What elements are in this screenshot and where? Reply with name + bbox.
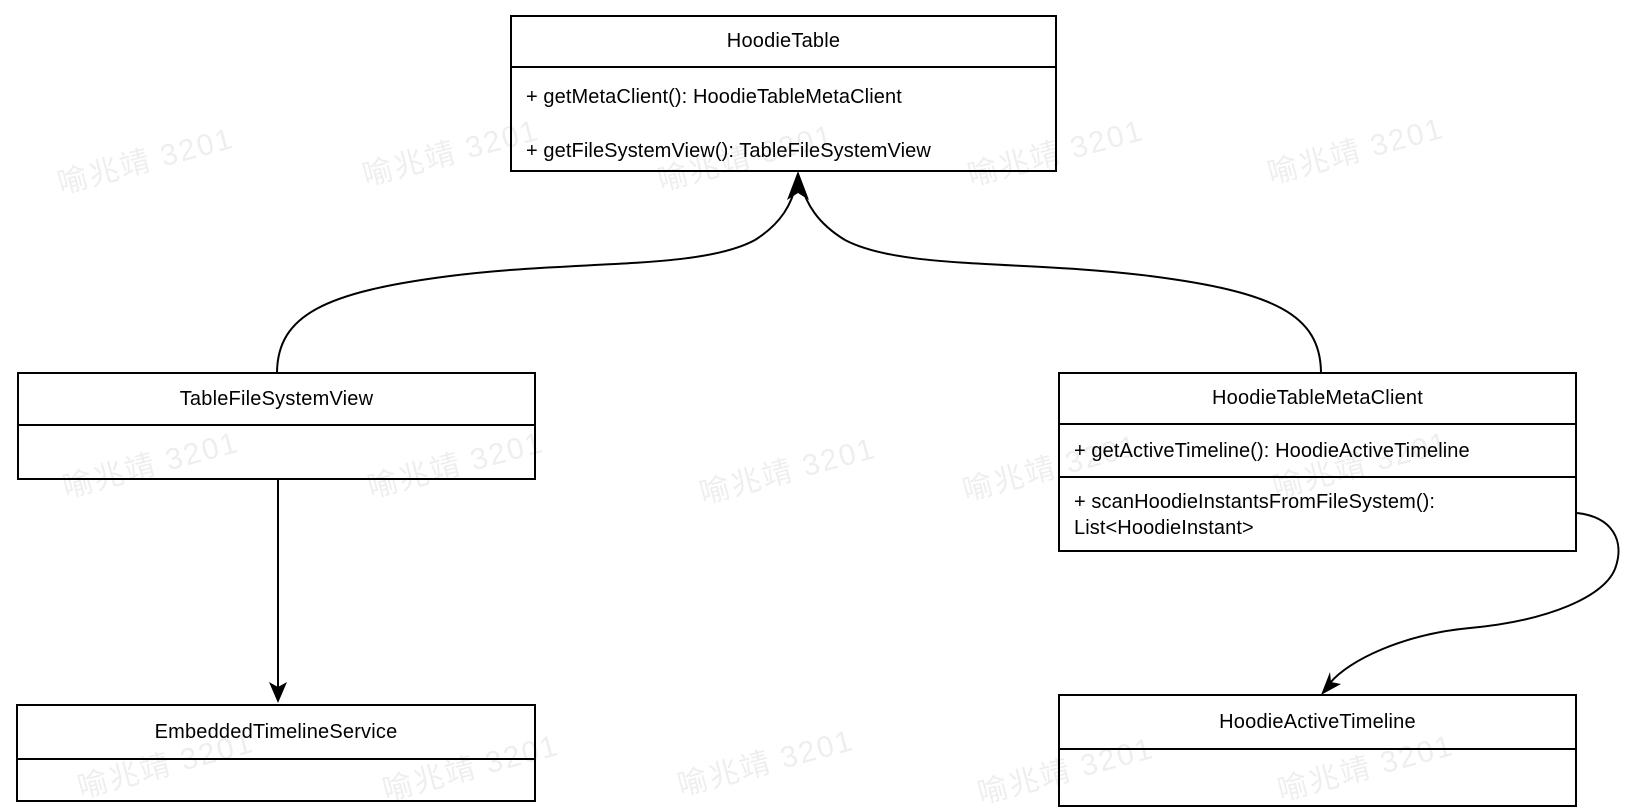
class-tablefilesystemview: TableFileSystemView: [17, 372, 536, 480]
arrowhead-into-hoodieactivetimeline: [1321, 672, 1341, 695]
class-hoodietable: HoodieTable + getMetaClient(): HoodieTab…: [510, 15, 1057, 172]
class-embeddedtimelineservice-empty-compartment: [18, 760, 534, 800]
class-embeddedtimelineservice-name: EmbeddedTimelineService: [18, 706, 534, 760]
class-hoodietable-name: HoodieTable: [512, 17, 1055, 68]
method-getmetaclient: + getMetaClient(): HoodieTableMetaClient: [526, 86, 902, 108]
class-hoodieactivetimeline-name: HoodieActiveTimeline: [1060, 696, 1575, 750]
arrowhead-into-embeddedtimelineservice: [269, 682, 287, 703]
method-getfilesystemview: + getFileSystemView(): TableFileSystemVi…: [526, 140, 931, 162]
class-tablefilesystemview-name: TableFileSystemView: [19, 374, 534, 426]
class-hoodietablemetaclient-compartment-2: + scanHoodieInstantsFromFileSystem(): Li…: [1060, 476, 1575, 550]
watermark-text: 喻兆靖 3201: [54, 122, 238, 201]
class-hoodieactivetimeline-empty-compartment: [1060, 750, 1575, 805]
class-tablefilesystemview-empty-compartment: [19, 426, 534, 476]
class-embeddedtimelineservice: EmbeddedTimelineService: [16, 704, 536, 802]
watermark-text: 喻兆靖 3201: [674, 724, 858, 803]
edge-hoodietablemetaclient-to-hoodietable: [800, 183, 1322, 373]
watermark-text: 喻兆靖 3201: [1264, 112, 1448, 191]
edge-tablefilesystemview-to-hoodietable: [276, 183, 797, 373]
arrowhead-into-hoodietable: [787, 171, 809, 200]
class-hoodieactivetimeline: HoodieActiveTimeline: [1058, 694, 1577, 807]
method-scanhoodieinstantsfromfilesystem: + scanHoodieInstantsFromFileSystem(): Li…: [1074, 491, 1436, 539]
class-hoodietablemetaclient: HoodieTableMetaClient + getActiveTimelin…: [1058, 372, 1577, 552]
class-hoodietablemetaclient-compartment-1: + getActiveTimeline(): HoodieActiveTimel…: [1060, 425, 1575, 476]
method-getactivetimeline: + getActiveTimeline(): HoodieActiveTimel…: [1074, 439, 1470, 462]
class-hoodietable-methods: + getMetaClient(): HoodieTableMetaClient…: [512, 68, 1055, 168]
class-hoodietablemetaclient-name: HoodieTableMetaClient: [1060, 374, 1575, 425]
watermark-text: 喻兆靖 3201: [696, 432, 880, 511]
